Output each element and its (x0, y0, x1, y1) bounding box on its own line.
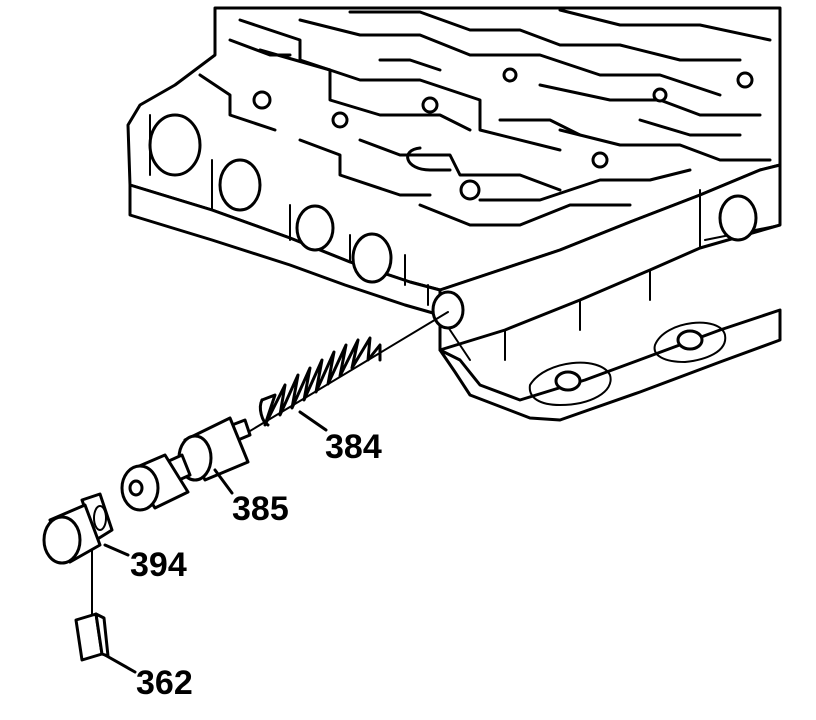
valve-body-bottom-flange (438, 308, 782, 422)
valve-385 (120, 416, 252, 512)
valve-bore-2 (218, 158, 262, 212)
valve-body (126, 6, 782, 422)
bolt-hole-2 (676, 329, 704, 351)
valve-bore-4 (351, 232, 393, 284)
valve-bore-target (431, 290, 465, 330)
plug-394 (42, 492, 114, 565)
leader-385 (213, 468, 234, 495)
bolt-hole-1 (554, 370, 582, 392)
leader-362 (103, 653, 137, 674)
valve-bore-5 (718, 194, 758, 242)
spring-384 (258, 336, 382, 427)
clip-362 (74, 612, 110, 662)
leader-384 (298, 410, 328, 432)
valve-body-side-block (438, 163, 782, 352)
valve-bore-1 (148, 113, 202, 177)
callout-384: 384 (325, 428, 382, 466)
callout-385: 385 (232, 490, 289, 528)
valve-bore-3 (295, 204, 335, 252)
leader-394 (103, 543, 130, 557)
callout-362: 362 (136, 664, 193, 702)
callout-394: 394 (130, 546, 187, 584)
